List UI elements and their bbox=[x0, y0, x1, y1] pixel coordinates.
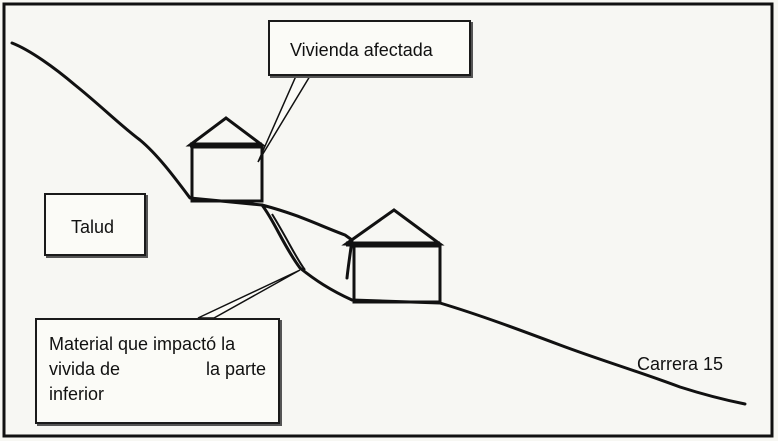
lower-house-roof bbox=[341, 208, 445, 246]
upper-house-roof bbox=[185, 116, 267, 147]
carrera-15-label: Carrera 15 bbox=[637, 354, 724, 374]
material-label-line2: vivida de la parte bbox=[49, 357, 266, 382]
debris-material-outline bbox=[271, 213, 306, 271]
material-label-line3: inferior bbox=[49, 384, 105, 404]
lower-house-body bbox=[352, 244, 442, 304]
vivienda-afectada-label-box: Vivienda afectada bbox=[268, 20, 471, 76]
vivienda-afectada-label: Vivienda afectada bbox=[290, 40, 433, 60]
talud-label: Talud bbox=[71, 217, 115, 237]
material-label-line1: Material que impactó la bbox=[49, 334, 236, 354]
lower-house bbox=[341, 208, 445, 304]
material-label-box: Material que impactó la vivida de la par… bbox=[35, 318, 280, 424]
upper-house bbox=[185, 116, 267, 203]
vivienda-callout-pointer bbox=[257, 75, 312, 163]
material-callout-pointer bbox=[197, 269, 301, 319]
upper-house-body bbox=[190, 145, 264, 203]
talud-label-box: Talud bbox=[44, 193, 146, 256]
material-label-line2-part-b: la parte bbox=[205, 359, 266, 379]
material-label-line2-part-a: vivida de bbox=[49, 359, 121, 379]
